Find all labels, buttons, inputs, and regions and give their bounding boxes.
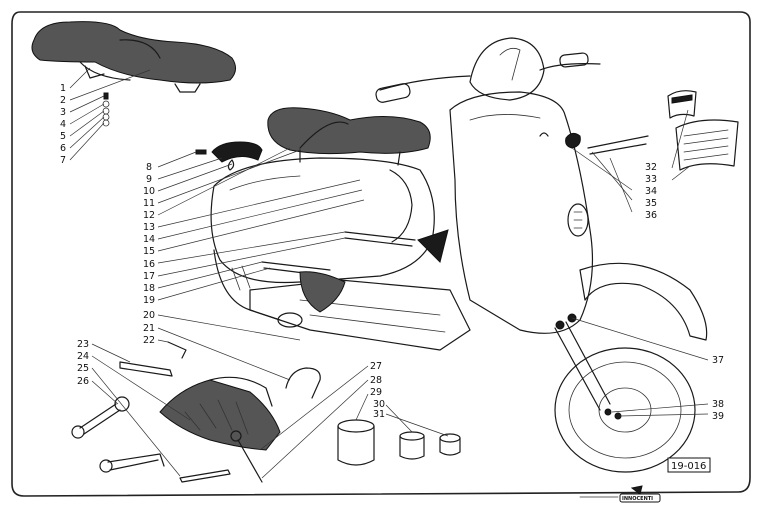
callout-22: 22	[143, 335, 155, 346]
diagram-frame	[11, 11, 751, 497]
innocenti-logo: INNOCENTI	[579, 485, 661, 503]
tool-kit	[71, 341, 321, 483]
paint-tins	[337, 419, 461, 466]
callout-13: 13	[143, 222, 155, 233]
side-panel-decals	[231, 229, 449, 313]
callout-12: 12	[143, 210, 155, 221]
seat-part-1	[31, 21, 236, 93]
callout-6: 6	[60, 143, 66, 154]
callout-35: 35	[645, 198, 657, 209]
callout-30: 30	[373, 399, 385, 410]
leg-shield-decal	[587, 135, 649, 155]
callout-32: 32	[645, 162, 657, 173]
callout-15: 15	[143, 246, 155, 257]
callout-24: 24	[77, 351, 89, 362]
callout-20: 20	[143, 310, 155, 321]
seat-part-12	[267, 107, 431, 166]
callout-38: 38	[712, 399, 724, 410]
callout-10: 10	[143, 186, 155, 197]
callout-1: 1	[60, 83, 66, 94]
callout-37: 37	[712, 355, 724, 366]
scooter-body	[210, 37, 708, 473]
callout-21: 21	[143, 323, 155, 334]
callout-39: 39	[712, 411, 724, 422]
callout-33: 33	[645, 174, 657, 185]
callout-16: 16	[143, 259, 155, 270]
callout-17: 17	[143, 271, 155, 282]
callout-7: 7	[60, 155, 66, 166]
callout-9: 9	[146, 174, 152, 185]
callout-25: 25	[77, 363, 89, 374]
instruction-decal-32	[667, 90, 697, 119]
callout-18: 18	[143, 283, 155, 294]
callout-3: 3	[60, 107, 66, 118]
callout-8: 8	[146, 162, 152, 173]
callout-5: 5	[60, 131, 66, 142]
figure-reference: 19-016	[667, 457, 711, 473]
callout-36: 36	[645, 210, 657, 221]
callout-31: 31	[373, 409, 385, 420]
callout-4: 4	[60, 119, 66, 130]
callout-27: 27	[370, 361, 382, 372]
figure-reference-text: 19-016	[671, 461, 706, 472]
hardware-stack-3-7	[102, 92, 110, 127]
callout-14: 14	[143, 234, 155, 245]
callout-23: 23	[77, 339, 89, 350]
callout-11: 11	[143, 198, 155, 209]
leader-lines	[69, 67, 709, 479]
callout-28: 28	[370, 375, 382, 386]
callout-34: 34	[645, 186, 657, 197]
grab-handle-9	[195, 141, 263, 171]
logo-text: INNOCENTI	[622, 496, 653, 502]
instruction-decal-33	[675, 119, 739, 171]
callout-29: 29	[370, 387, 382, 398]
callout-labels: 1 2 3 4 5 6 7 8 9 10 11 12 13 14 15 16 1…	[60, 83, 724, 422]
callout-26: 26	[77, 376, 89, 387]
callout-19: 19	[143, 295, 155, 306]
callout-2: 2	[60, 95, 66, 106]
